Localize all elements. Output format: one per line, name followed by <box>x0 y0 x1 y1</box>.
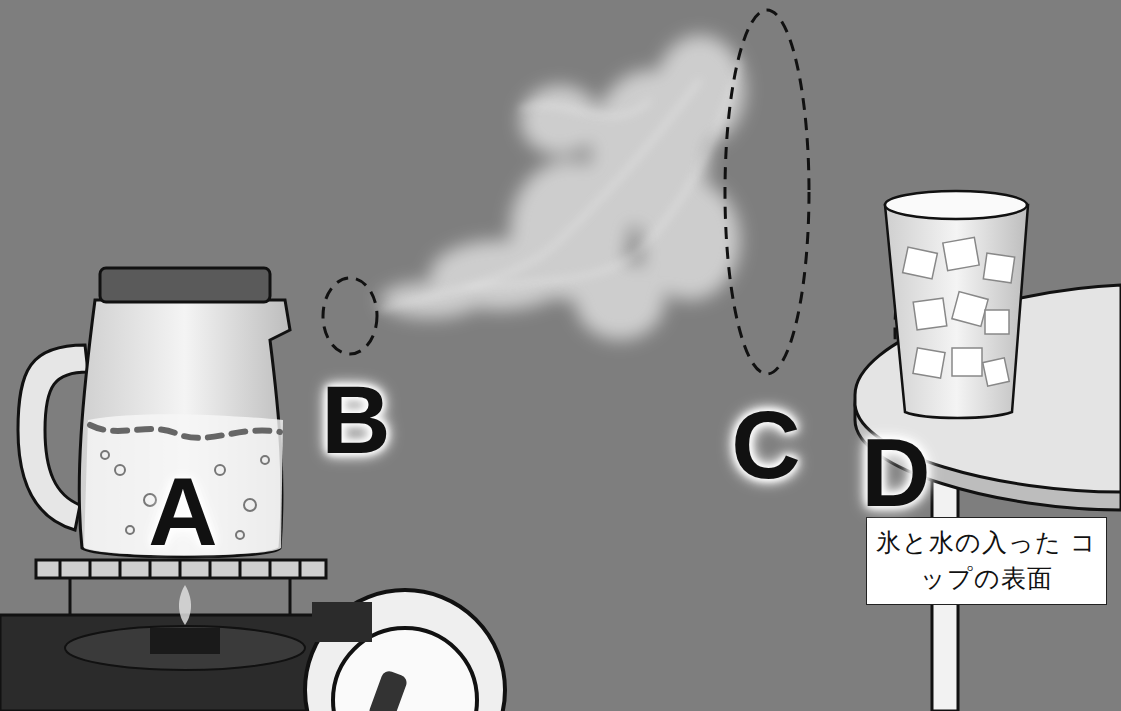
position-letter: D <box>861 425 930 521</box>
stove <box>0 585 505 711</box>
steam-wisps <box>380 60 740 310</box>
position-letter: C <box>731 397 800 493</box>
ice-water-glass <box>885 191 1028 418</box>
steam-cloud <box>380 35 745 340</box>
label-box: 氷と水の入った コップの表面 <box>866 517 1107 605</box>
dashed-ellipse <box>323 10 929 400</box>
box-text: 氷と水の入った コップの表面 <box>867 525 1106 598</box>
position-letter: B <box>321 372 390 468</box>
position-letter: A <box>148 464 217 560</box>
grill <box>36 560 326 615</box>
label-box-body: 氷と水の入った コップの表面 <box>867 525 1106 598</box>
